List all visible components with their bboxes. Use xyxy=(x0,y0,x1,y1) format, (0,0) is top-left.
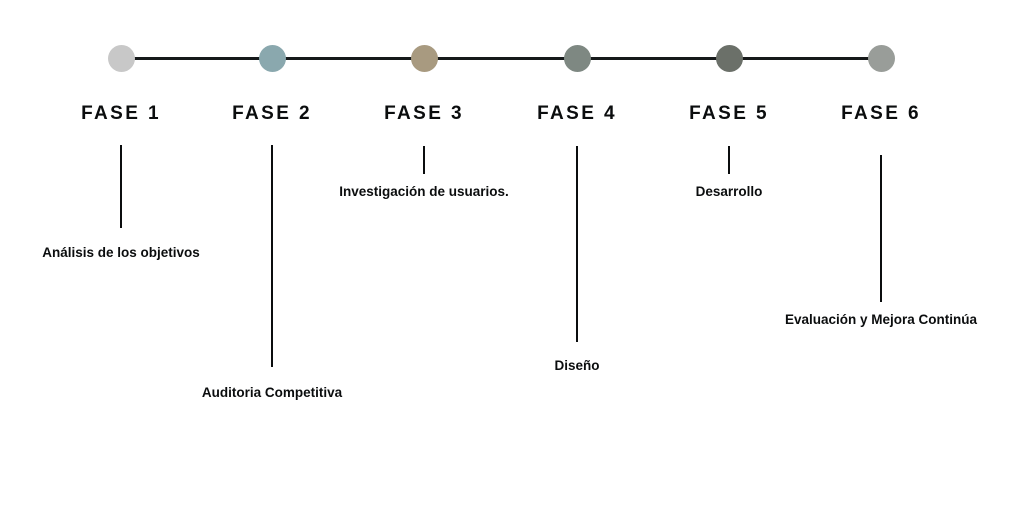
phase-6-stem xyxy=(880,155,882,302)
phase-6-dot[interactable] xyxy=(867,45,895,72)
phase-1-dot[interactable] xyxy=(107,45,135,72)
phase-4-description: Diseño xyxy=(554,358,600,373)
phase-5-dot[interactable] xyxy=(715,45,743,72)
phase-3: FASE 3 Investigación de usuarios. xyxy=(304,0,544,520)
phase-1-stem xyxy=(120,145,122,228)
phase-5: FASE 5 Desarrollo xyxy=(609,0,849,520)
phase-5-title: FASE 5 xyxy=(689,103,769,124)
timeline-rail xyxy=(121,57,881,60)
phase-3-dot[interactable] xyxy=(410,45,438,72)
phase-1: FASE 1 Análisis de los objetivos xyxy=(1,0,241,520)
phase-2-title: FASE 2 xyxy=(232,103,312,124)
phase-2: FASE 2 Auditoria Competitiva xyxy=(152,0,392,520)
phase-2-stem xyxy=(271,145,273,367)
phase-4: FASE 4 Diseño xyxy=(457,0,697,520)
phase-5-stem xyxy=(728,146,730,174)
phase-1-title: FASE 1 xyxy=(81,103,161,124)
phase-3-stem xyxy=(423,146,425,174)
phase-6: FASE 6 Evaluación y Mejora Continúa xyxy=(761,0,1001,520)
phase-1-description: Análisis de los objetivos xyxy=(42,245,200,260)
phase-4-title: FASE 4 xyxy=(537,103,617,124)
phase-4-stem xyxy=(576,146,578,342)
phase-2-description: Auditoria Competitiva xyxy=(201,385,343,400)
phase-5-description: Desarrollo xyxy=(695,184,763,199)
phase-4-dot[interactable] xyxy=(563,45,591,72)
phase-2-dot[interactable] xyxy=(258,45,286,72)
phase-3-title: FASE 3 xyxy=(384,103,464,124)
phase-6-title: FASE 6 xyxy=(841,103,921,124)
phase-3-description: Investigación de usuarios. xyxy=(339,184,509,199)
phase-6-description: Evaluación y Mejora Continúa xyxy=(784,312,978,327)
